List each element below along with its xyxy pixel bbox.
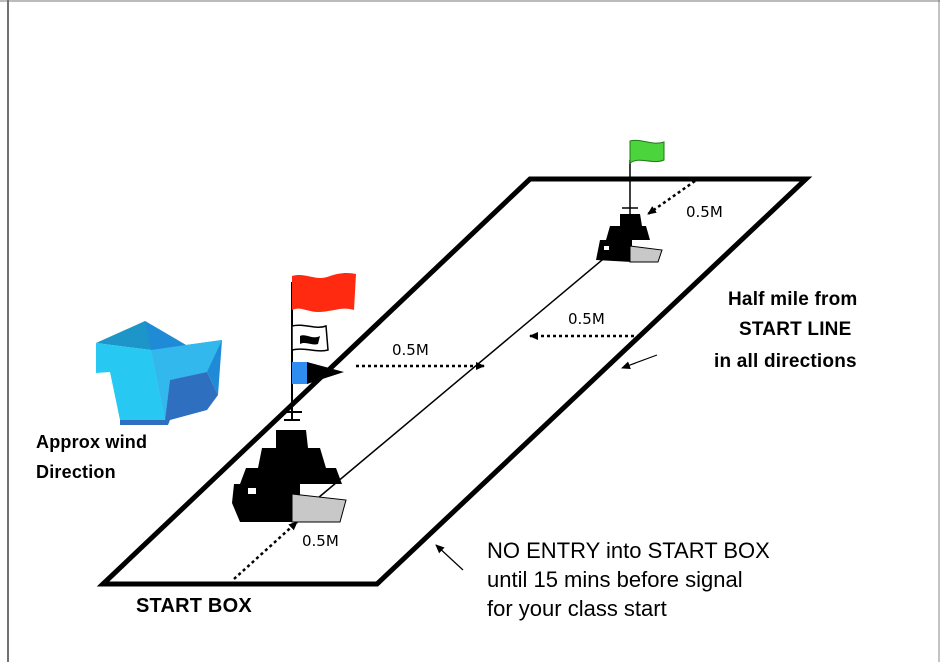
wind-arrow-icon: [96, 321, 222, 425]
green-flag-icon: [630, 140, 664, 163]
no-entry-note-line-1: NO ENTRY into START BOX: [487, 536, 770, 565]
no-entry-note-line-3: for your class start: [487, 594, 667, 623]
distance-label-top: 0.5M: [686, 203, 723, 221]
half-mile-note-line-2: START LINE: [739, 319, 851, 341]
distance-label-right: 0.5M: [568, 310, 605, 328]
distance-arrow-bottom: [234, 522, 297, 579]
no-entry-pointer: [436, 545, 463, 570]
wind-label-line-1: Approx wind: [36, 432, 147, 453]
start-box-label: START BOX: [136, 595, 252, 618]
half-mile-note-line-3: in all directions: [714, 351, 857, 373]
start-line: [318, 250, 614, 498]
wind-label-line-2: Direction: [36, 462, 116, 483]
committee-boat-icon: [232, 282, 346, 522]
distance-label-bottom: 0.5M: [302, 532, 339, 550]
half-mile-note-line-1: Half mile from: [728, 289, 858, 311]
pin-end-boat-icon: [596, 160, 662, 262]
half-mile-pointer: [622, 355, 657, 368]
white-flag-icon: [292, 325, 328, 351]
red-flag-icon: [292, 273, 356, 312]
distance-label-left: 0.5M: [392, 341, 429, 359]
no-entry-note-line-2: until 15 mins before signal: [487, 565, 743, 594]
